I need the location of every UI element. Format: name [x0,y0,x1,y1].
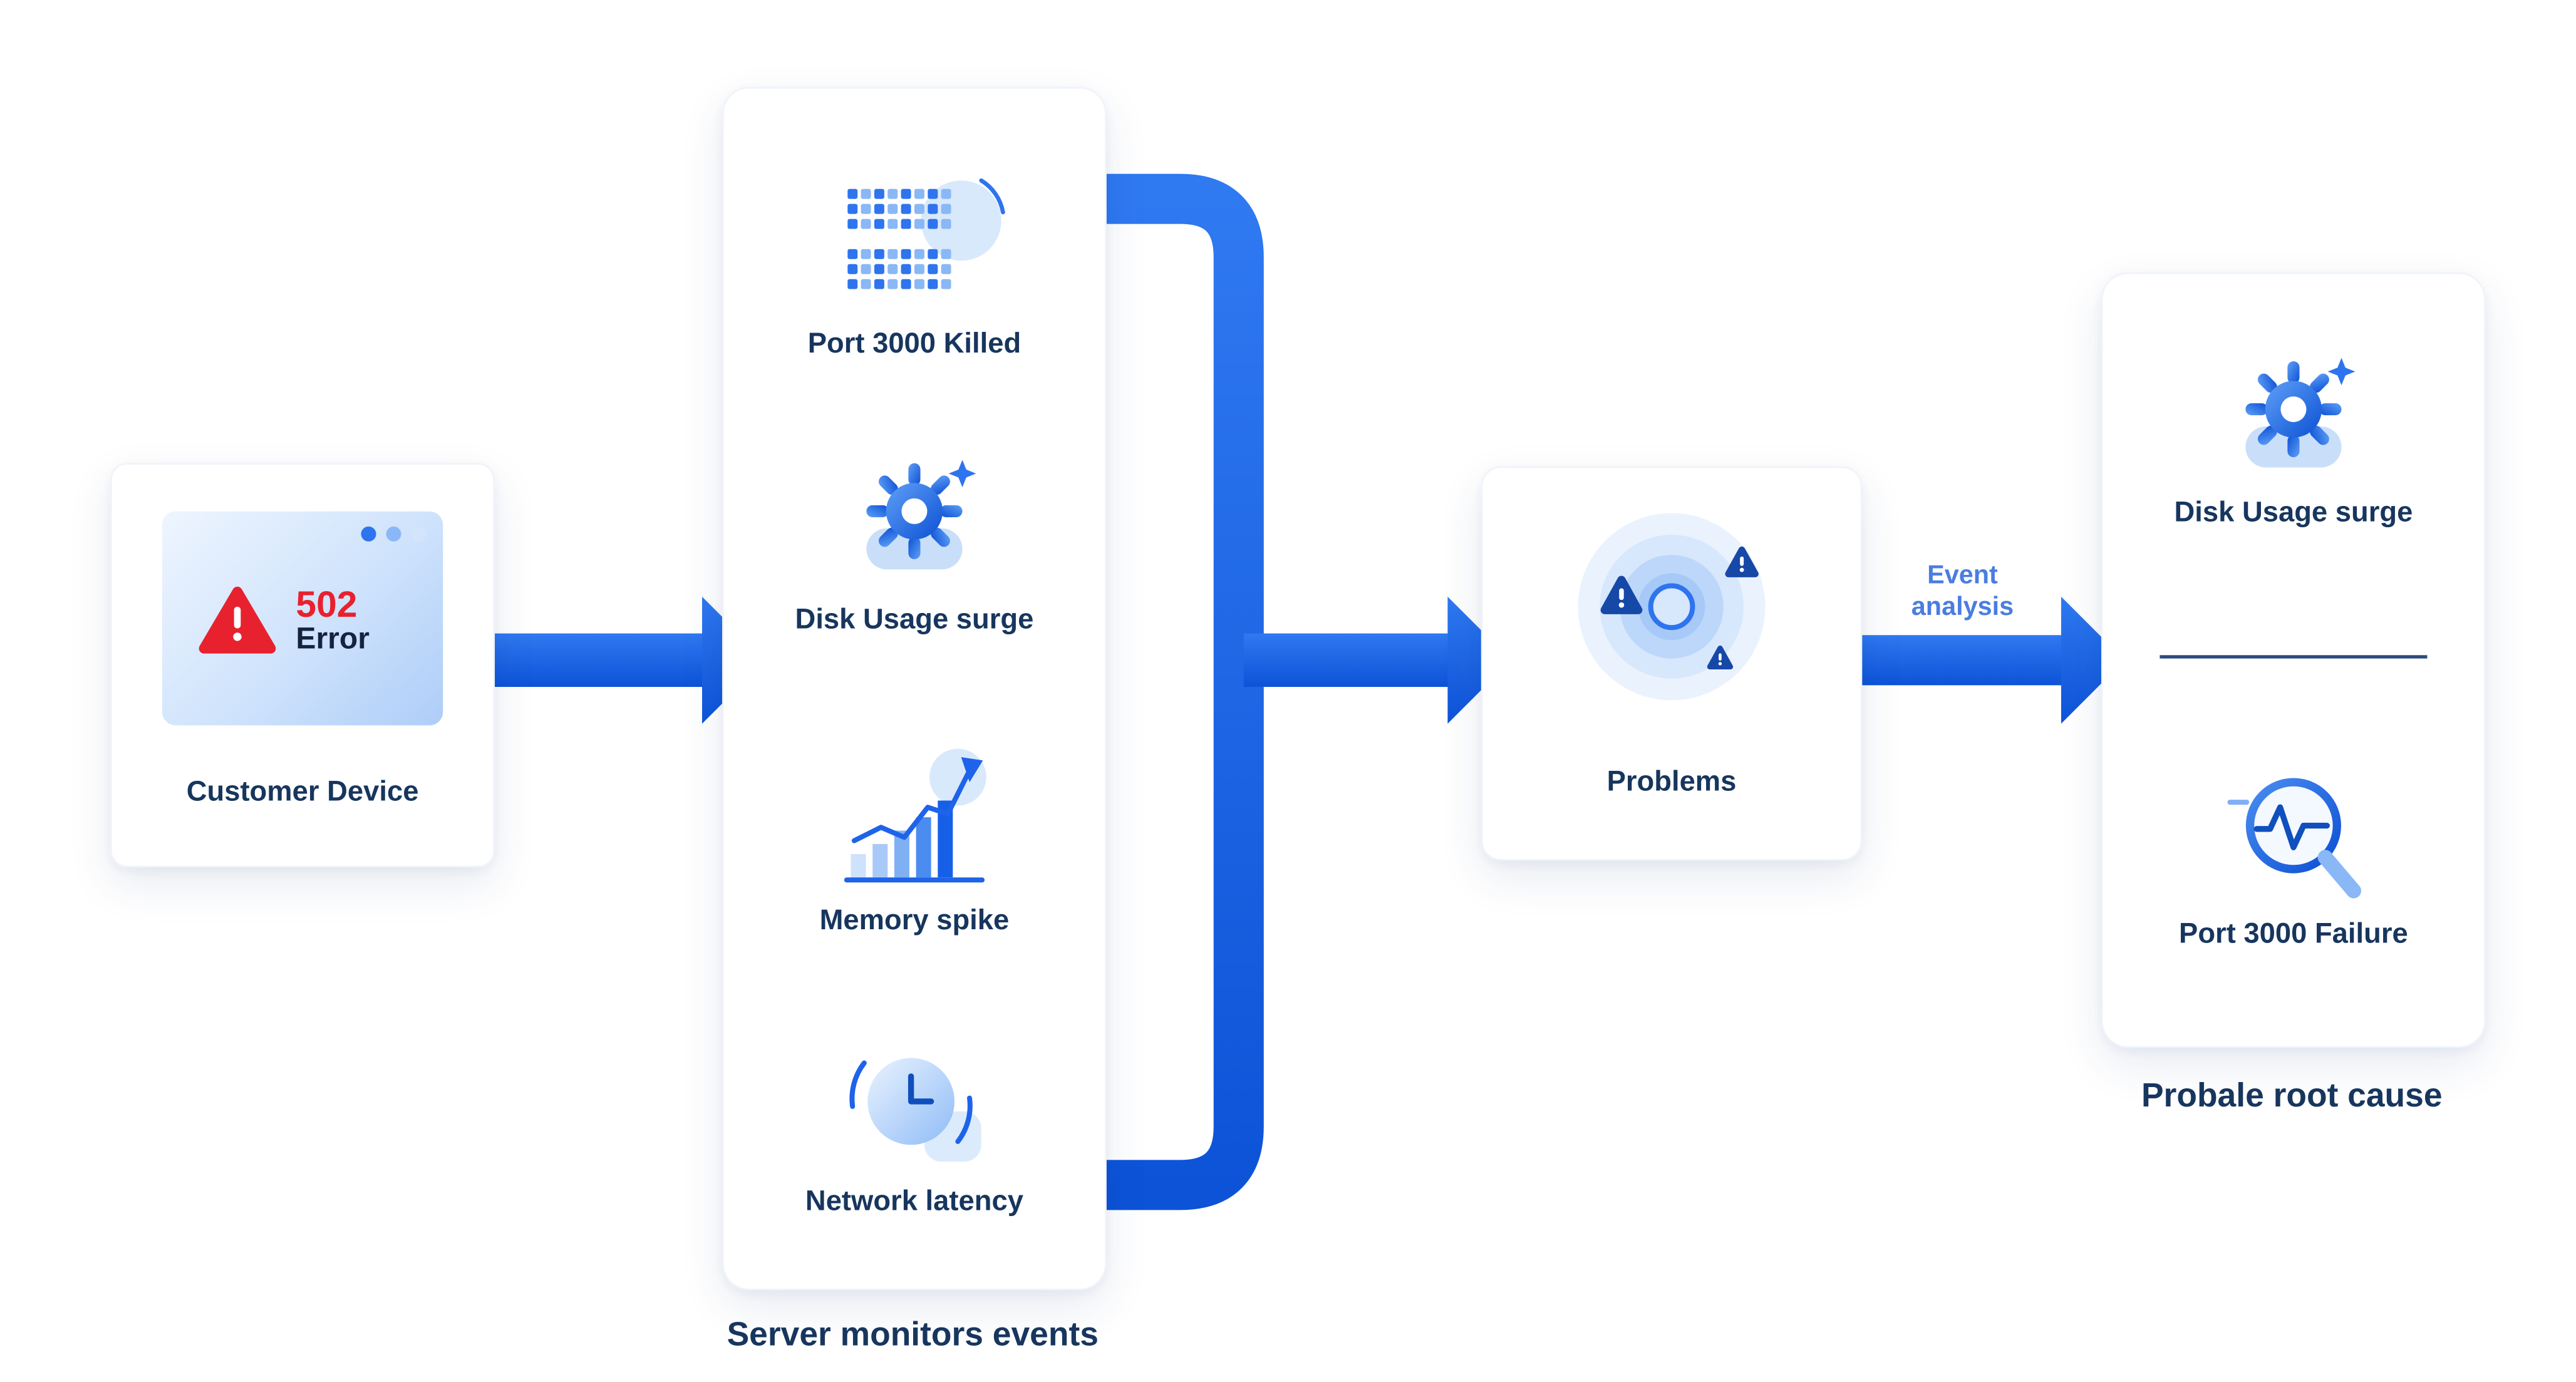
monitor-merge-connector [1103,173,1264,1210]
divider [2160,655,2428,659]
event-analysis-label: Event analysis [1852,562,2072,625]
magnifier-pulse-icon [2210,759,2377,918]
root-cause-caption: Probale root cause [2141,1078,2443,1115]
warning-triangle-icon [199,586,276,654]
monitor-item-label: Memory spike [819,904,1010,936]
warning-badge [1725,546,1759,577]
browser-dot [386,526,401,542]
gear-sparkle-icon [2225,338,2362,497]
problems-label: Problems [1606,765,1737,798]
clock-icon [837,1024,991,1185]
warning-badge [1600,575,1643,614]
chart-spike-icon [831,737,998,904]
browser-dot [411,526,427,542]
monitor-item-label: Disk Usage surge [795,603,1034,636]
monitor-item-port-3000-killed: Port 3000 Killed [724,152,1105,361]
monitors-caption: Server monitors events [727,1317,1099,1354]
monitor-item-memory-spike: Memory spike [724,737,1105,937]
monitor-item-label: Network latency [805,1185,1023,1217]
rootcause-item-label: Port 3000 Failure [2179,917,2408,950]
rootcause-item-disk-usage: Disk Usage surge [2103,338,2485,530]
radar-warnings-icon [1482,488,1860,738]
monitor-item-disk-usage: Disk Usage surge [724,436,1105,637]
monitor-item-label: Port 3000 Killed [807,327,1022,359]
browser-window-graphic: 502 Error [162,511,443,726]
customer-device-label: Customer Device [186,775,419,808]
arrow-problems-to-rootcause [1860,596,2125,724]
error-word: Error [296,622,370,656]
rootcause-item-label: Disk Usage surge [2174,496,2413,529]
error-502-row: 502 Error [199,585,370,655]
warning-badge [1707,645,1734,669]
browser-dots [361,526,427,542]
arrow-monitors-to-problems [1243,596,1511,724]
event-analysis-text: Event analysis [1911,561,2014,622]
rootcause-item-port-3000: Port 3000 Failure [2103,759,2485,951]
server-monitors-card: Port 3000 Killed [722,86,1107,1291]
problems-card: Problems [1481,466,1863,861]
root-cause-card: Disk Usage surge Port 3000 Failure [2101,272,2486,1048]
monitor-item-network-latency: Network latency [724,1024,1105,1219]
error-code: 502 [296,583,358,626]
error-text: 502 Error [296,585,369,655]
customer-device-card: 502 Error Customer Device [110,463,495,868]
browser-dot [361,526,376,542]
gear-sparkle-icon [846,436,983,604]
server-racks-icon [820,152,1008,327]
